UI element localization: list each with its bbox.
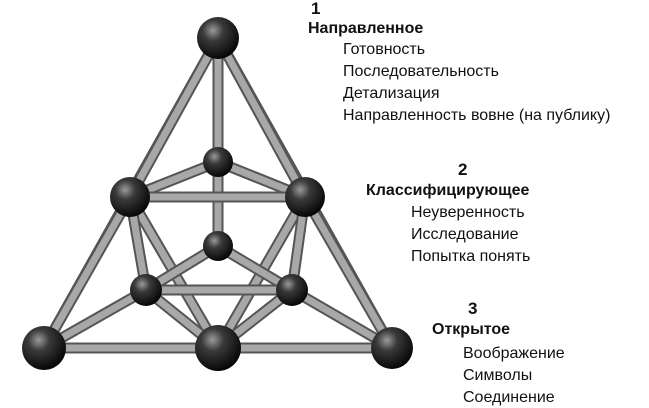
rod-fill-ml-bl — [40, 193, 134, 352]
level-3-item: Воображение — [463, 345, 565, 362]
rod-fill-top-ml — [126, 34, 222, 201]
level-1-item: Готовность — [343, 41, 426, 58]
ball-node-mc — [203, 231, 233, 261]
balls-group — [22, 17, 413, 371]
ball-node-bl — [22, 326, 66, 370]
level-1-item: Последовательность — [343, 63, 499, 80]
rods-group — [38, 32, 398, 354]
ball-node-mr — [285, 177, 325, 217]
ball-node-bc — [195, 325, 241, 371]
ball-node-br — [371, 327, 413, 369]
rod-fill-top-mr — [214, 34, 309, 201]
level-2-number: 2 — [458, 160, 468, 179]
level-1-item: Детализация — [343, 85, 440, 102]
level-1-number: 1 — [311, 0, 321, 18]
level-3-title: Открытое — [432, 321, 511, 338]
level-2-title: Классифицирующее — [366, 182, 530, 199]
level-3-item: Соединение — [463, 389, 555, 406]
level-2-item: Неуверенность — [411, 204, 525, 221]
ball-node-top — [197, 17, 239, 59]
ball-node-il — [130, 274, 162, 306]
ball-node-ir — [276, 274, 308, 306]
level-3-item: Символы — [463, 367, 533, 384]
ball-node-ul — [203, 147, 233, 177]
level-3-number: 3 — [468, 299, 478, 318]
level-1-item: Направленность вовне (на публику) — [343, 107, 611, 124]
level-2-item: Попытка понять — [411, 248, 531, 265]
ball-node-ml — [110, 177, 150, 217]
rod-fill-mr-br — [301, 193, 396, 352]
level-2-item: Исследование — [411, 226, 519, 243]
level-1-title: Направленное — [308, 20, 424, 37]
